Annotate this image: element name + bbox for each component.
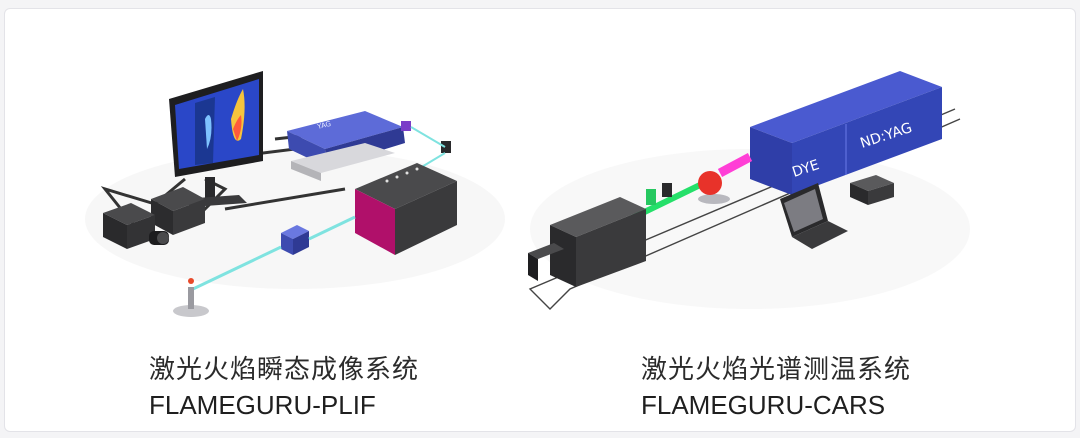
product-title-en: FLAMEGURU-PLIF <box>149 390 376 420</box>
yag-label: YAG <box>316 120 332 131</box>
control-box <box>850 175 894 205</box>
burner <box>173 278 209 317</box>
controller-box <box>151 187 205 235</box>
green-optics <box>646 183 672 205</box>
ndyag-dye-laser: DYE ND:YAG <box>750 71 942 195</box>
optics-lower <box>192 215 356 291</box>
product-cars[interactable]: DYE ND:YAG <box>510 9 980 431</box>
cars-system-illustration: DYE ND:YAG <box>528 71 970 310</box>
laptop <box>780 183 848 249</box>
yag-laser: YAG <box>287 111 405 181</box>
product-card: YAG <box>4 8 1076 432</box>
camera <box>103 203 169 249</box>
beam-magenta <box>717 153 753 177</box>
product-title-cn: 激光火焰瞬态成像系统 <box>149 355 420 385</box>
product-title-cn: 激光火焰光谱测温系统 <box>641 355 912 385</box>
plif-system-illustration: YAG <box>85 71 505 317</box>
product-plif[interactable]: YAG <box>65 9 525 431</box>
cable-loop <box>528 108 961 310</box>
spectrometer <box>528 197 646 287</box>
product-title-en: FLAMEGURU-CARS <box>641 390 886 420</box>
sample-chamber <box>698 171 730 204</box>
dye-laser-box <box>355 163 457 255</box>
